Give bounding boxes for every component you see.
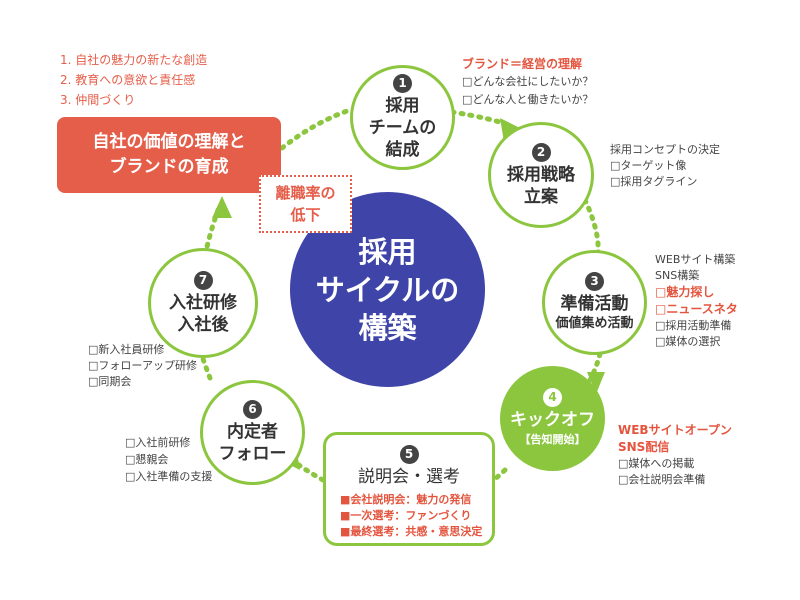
step-6-line-1: 内定者 xyxy=(227,422,278,442)
turnover-box: 離職率の 低下 xyxy=(259,175,352,233)
step-1-note-2: □どんな人と働きたいか？ xyxy=(462,93,594,106)
step-6-note-2: □懇親会 xyxy=(125,453,169,466)
step-6-note-1: □入社前研修 xyxy=(125,436,191,449)
connector-2-3 xyxy=(582,197,601,258)
step-1-note-1: □どんな会社にしたいか？ xyxy=(462,75,594,88)
step-7-note-1: □新入社員研修 xyxy=(88,343,165,356)
step-7-circle: 7 入社研修 入社後 xyxy=(148,248,258,358)
step-7-notes: □新入社員研修 □フォローアップ研修 □同期会 xyxy=(88,342,197,390)
step-1-notes: ブランド＝経営の理解 □どんな会社にしたいか？ □どんな人と働きたいか？ xyxy=(462,55,593,109)
connector-brand-1 xyxy=(279,107,353,151)
step-3-note-1: WEBサイト構築 xyxy=(655,253,736,266)
step-4-notes: WEBサイトオープン SNS配信 □媒体への掲載 □会社説明会準備 xyxy=(618,422,732,488)
center-line-1: 採用 xyxy=(358,234,417,269)
step-6-notes: □入社前研修 □懇親会 □入社準備の支援 xyxy=(125,434,212,485)
goal-1: 1. 自社の魅力の新たな創造 xyxy=(60,53,208,67)
step-3-line-1: 準備活動 xyxy=(560,294,629,314)
step-5-box: 5 説明会・選考 ■会社説明会：魅力の発信 ■一次選考：ファンづくり ■最終選考… xyxy=(323,432,495,546)
step-3-highlight-1: □魅力探し xyxy=(655,285,715,299)
step-6-note-3: □入社準備の支援 xyxy=(125,470,213,483)
step-1-line-1: 採用 xyxy=(385,96,420,116)
step-number-icon: 5 xyxy=(399,445,419,464)
step-7-line-1: 入社研修 xyxy=(169,292,237,313)
step-3-note-2: SNS構築 xyxy=(655,269,700,282)
step-3-note-3: □採用活動準備 xyxy=(655,319,732,332)
center-line-2: サイクルの xyxy=(315,272,460,307)
step-4-note-1: □媒体への掲載 xyxy=(618,457,695,470)
step-number-icon: 2 xyxy=(531,142,551,162)
turnover-line-1: 離職率の xyxy=(275,184,336,202)
step-3-highlight-2: □ニュースネタ xyxy=(655,302,738,316)
step-7-line-2: 入社後 xyxy=(177,314,229,335)
connector-4-5 xyxy=(493,467,508,481)
step-4-note-2: □会社説明会準備 xyxy=(618,473,706,486)
step-3-notes: WEBサイト構築 SNS構築 □魅力探し □ニュースネタ □採用活動準備 □媒体… xyxy=(655,252,738,350)
step-number-icon: 7 xyxy=(193,270,213,290)
step-7-note-3: □同期会 xyxy=(88,375,132,388)
step-number-icon: 6 xyxy=(243,400,262,419)
step-6-circle: 6 内定者 フォロー xyxy=(200,380,305,485)
turnover-line-2: 低下 xyxy=(290,206,321,224)
step-3-note-4: □媒体の選択 xyxy=(655,335,721,348)
step-2-notes: 採用コンセプトの決定 □ターゲット像 □採用タグライン xyxy=(610,142,720,190)
brand-box: 自社の価値の理解と ブランドの育成 xyxy=(57,117,281,193)
step-4-note-title-2: SNS配信 xyxy=(618,440,670,454)
step-number-icon: 3 xyxy=(585,272,604,291)
step-5-title: 説明会・選考 xyxy=(358,467,460,487)
step-1-note-title: ブランド＝経営の理解 xyxy=(462,57,583,71)
step-number-icon: 4 xyxy=(543,388,562,407)
step-number-icon: 1 xyxy=(393,74,412,93)
step-1-line-2: チームの xyxy=(368,118,437,138)
step-5-note-1: ■会社説明会：魅力の発信 xyxy=(340,493,472,506)
step-1-circle: 1 採用 チームの 結成 xyxy=(350,65,455,170)
goal-2: 2. 教育への意欲と責任感 xyxy=(60,73,196,87)
step-2-note-2: □採用タグライン xyxy=(610,175,698,188)
step-5-note-2: ■一次選考：ファンづくり xyxy=(340,509,472,522)
brand-line-1: 自社の価値の理解と xyxy=(92,132,246,152)
step-3-circle: 3 準備活動 価値集め活動 xyxy=(542,250,647,355)
goal-3: 3. 仲間づくり xyxy=(60,93,136,107)
step-2-line-1: 採用戦略 xyxy=(507,164,575,185)
center-line-3: 構築 xyxy=(358,310,417,345)
arrow-icon xyxy=(587,372,605,394)
goals-list: 1. 自社の魅力の新たな創造 2. 教育への意欲と責任感 3. 仲間づくり xyxy=(60,50,207,110)
step-2-line-2: 立案 xyxy=(524,186,558,207)
step-3-line-2: 価値集め活動 xyxy=(555,316,634,331)
step-4-line-1: キックオフ xyxy=(510,410,595,430)
brand-line-2: ブランドの育成 xyxy=(109,157,229,177)
step-5-note-3: ■最終選考：共感・意思決定 xyxy=(340,525,483,538)
step-6-line-2: フォロー xyxy=(218,444,287,464)
arrow-icon xyxy=(212,196,232,218)
step-1-line-3: 結成 xyxy=(385,140,420,160)
step-2-note-title: 採用コンセプトの決定 xyxy=(610,143,720,156)
step-4-circle: 4 キックオフ 【告知開始】 xyxy=(500,366,605,471)
step-2-note-1: □ターゲット像 xyxy=(610,159,687,172)
step-4-line-2: 【告知開始】 xyxy=(519,433,586,446)
step-4-note-title-1: WEBサイトオープン xyxy=(618,423,732,437)
step-2-circle: 2 採用戦略 立案 xyxy=(488,122,594,228)
step-5-notes: ■会社説明会：魅力の発信 ■一次選考：ファンづくり ■最終選考：共感・意思決定 xyxy=(326,492,492,540)
step-7-note-2: □フォローアップ研修 xyxy=(88,359,197,372)
